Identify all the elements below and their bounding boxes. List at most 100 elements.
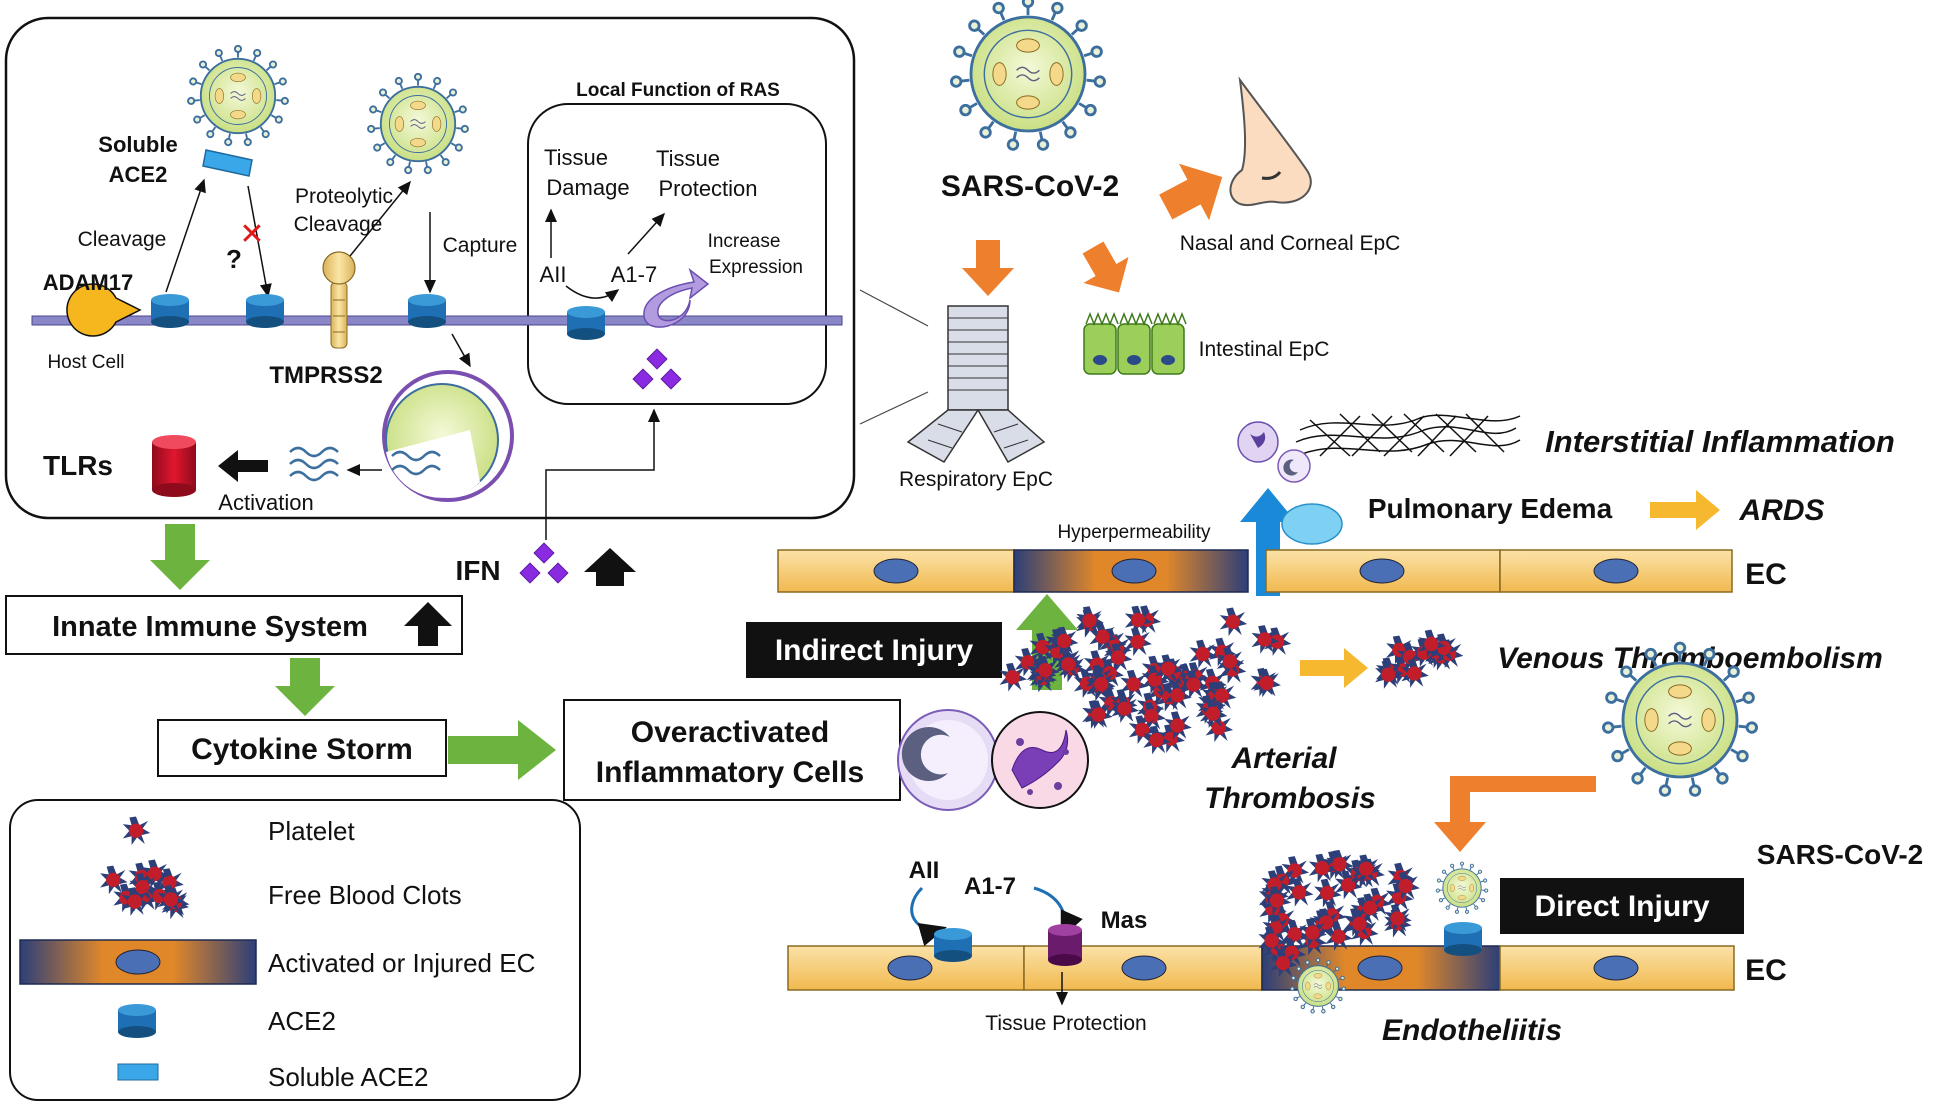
cleavage-label: Cleavage bbox=[78, 228, 167, 251]
ace2-receptor-icon bbox=[1444, 922, 1482, 956]
legend-clots-label: Free Blood Clots bbox=[268, 880, 462, 910]
blocked-x-icon: ✕ bbox=[239, 218, 264, 251]
hyperpermeability-label: Hyperpermeability bbox=[1057, 522, 1211, 543]
ifn-diamonds-icon bbox=[519, 542, 569, 584]
legend-activated-ec-icon bbox=[19, 939, 257, 985]
conversion-arrow bbox=[565, 285, 620, 302]
sars-cov2-label-top: SARS-CoV-2 bbox=[941, 170, 1119, 203]
a17-label-bottom: A1-7 bbox=[964, 873, 1016, 900]
monocyte-icon bbox=[897, 709, 999, 811]
virus-icon bbox=[1290, 958, 1345, 1013]
legend-activated-label: Activated or Injured EC bbox=[268, 948, 535, 978]
immune-cells-icon bbox=[1237, 421, 1311, 483]
sars-cov2-label-bottom: SARS-CoV-2 bbox=[1757, 839, 1923, 870]
soluble-ace2-label: Soluble bbox=[98, 132, 177, 157]
platelet-icon bbox=[1124, 627, 1152, 657]
ace2-receptor-icon bbox=[151, 294, 189, 328]
host-cell-box bbox=[4, 16, 856, 520]
mas-receptor-icon bbox=[1048, 924, 1082, 966]
blocked-arrow bbox=[247, 185, 272, 298]
virus-icon bbox=[1603, 643, 1757, 796]
green-arrow-right bbox=[448, 720, 556, 780]
up-arrow-icon bbox=[404, 602, 452, 646]
neutrophil-icon bbox=[991, 711, 1089, 809]
cytokine-storm-label: Cytokine Storm bbox=[191, 733, 413, 766]
yellow-arrow bbox=[1650, 490, 1720, 530]
increase-expression-arrow-icon bbox=[643, 267, 710, 328]
platelet-icon bbox=[1219, 607, 1248, 637]
overactivated-label: Inflammatory Cells bbox=[596, 756, 864, 789]
tissue-protection-label: Protection bbox=[658, 176, 757, 201]
orange-arrow bbox=[1082, 241, 1129, 293]
arterial-label: Thrombosis bbox=[1204, 782, 1376, 815]
aii-label: AII bbox=[540, 262, 567, 287]
ras-box bbox=[527, 103, 827, 405]
ec-row-top bbox=[777, 549, 1733, 593]
tissue-protection-bottom: Tissue Protection bbox=[985, 1012, 1146, 1035]
direct-injury-label: Direct Injury bbox=[1534, 890, 1709, 923]
ace2-receptor-icon bbox=[408, 294, 446, 328]
tmprss2-label: TMPRSS2 bbox=[269, 362, 382, 389]
a17-label: A1-7 bbox=[611, 262, 657, 287]
question-mark: ? bbox=[226, 244, 242, 274]
respiratory-tract-icon bbox=[906, 305, 1046, 464]
ec-row-bottom bbox=[787, 945, 1735, 991]
increase-expression-label: Expression bbox=[709, 257, 803, 278]
ras-title: Local Function of RAS bbox=[576, 80, 780, 101]
connector-line bbox=[859, 289, 929, 327]
host-cell-label: Host Cell bbox=[47, 352, 124, 373]
endosome-icon bbox=[382, 370, 514, 502]
ec-label-bottom: EC bbox=[1745, 954, 1787, 987]
virus-icon bbox=[368, 74, 469, 174]
viral-rna-icon bbox=[289, 446, 339, 482]
virus-icon bbox=[951, 0, 1105, 150]
virus-icon bbox=[188, 46, 289, 146]
blood-clot-icon bbox=[1375, 629, 1464, 689]
increase-expression-label: Increase bbox=[708, 231, 781, 252]
overactivated-box bbox=[563, 699, 901, 801]
legend-soluble-label: Soluble ACE2 bbox=[268, 1062, 428, 1092]
connector-line bbox=[859, 391, 929, 425]
up-arrow-icon bbox=[584, 548, 636, 586]
tlrs-label: TLRs bbox=[43, 450, 113, 481]
ifn-diamonds-icon bbox=[632, 348, 682, 390]
yellow-arrow bbox=[1300, 648, 1368, 688]
direct-injury-box bbox=[1500, 878, 1744, 934]
indirect-injury-label: Indirect Injury bbox=[775, 634, 974, 667]
intestinal-cells-icon bbox=[1083, 311, 1187, 375]
adam17-icon bbox=[66, 283, 142, 337]
tissue-damage-label: Damage bbox=[546, 175, 629, 200]
proteolytic-arrow bbox=[349, 180, 411, 257]
ards-label: ARDS bbox=[1738, 494, 1824, 527]
indirect-injury-box bbox=[746, 622, 1002, 678]
ace2-receptor-icon bbox=[934, 928, 972, 962]
nasal-label: Nasal and Corneal EpC bbox=[1180, 232, 1401, 255]
tlr-receptor-icon bbox=[152, 435, 196, 497]
orange-arrow bbox=[1159, 163, 1223, 221]
green-arrow-down bbox=[150, 524, 210, 590]
endotheliitis-label: Endotheliitis bbox=[1382, 1014, 1562, 1047]
legend-ace2-label: ACE2 bbox=[268, 1006, 336, 1036]
ec-label-top: EC bbox=[1745, 558, 1787, 591]
legend-ace2-icon bbox=[118, 1004, 156, 1038]
cleavage-arrow bbox=[165, 178, 206, 293]
intestinal-label: Intestinal EpC bbox=[1199, 338, 1330, 361]
capture-label: Capture bbox=[443, 234, 518, 257]
ifn-label: IFN bbox=[455, 555, 500, 586]
orange-arrow-bend bbox=[1434, 776, 1596, 852]
cytokine-storm-box bbox=[157, 719, 447, 777]
fibers-icon bbox=[1295, 413, 1521, 457]
nose-icon bbox=[1229, 76, 1312, 207]
ace2-receptor-icon bbox=[567, 306, 605, 340]
orange-arrow bbox=[962, 240, 1014, 296]
blue-arrow-up bbox=[1240, 488, 1296, 596]
arterial-label: Arterial bbox=[1230, 742, 1337, 775]
respiratory-label: Respiratory EpC bbox=[899, 468, 1053, 491]
proteolytic-label: Cleavage bbox=[294, 213, 383, 236]
overactivated-label: Overactivated bbox=[631, 716, 829, 749]
legend-platelet-label: Platelet bbox=[268, 816, 355, 846]
innate-immune-label: Innate Immune System bbox=[52, 611, 368, 643]
tmprss2-icon bbox=[322, 251, 356, 349]
interstitial-label: Interstitial Inflammation bbox=[1545, 424, 1895, 459]
